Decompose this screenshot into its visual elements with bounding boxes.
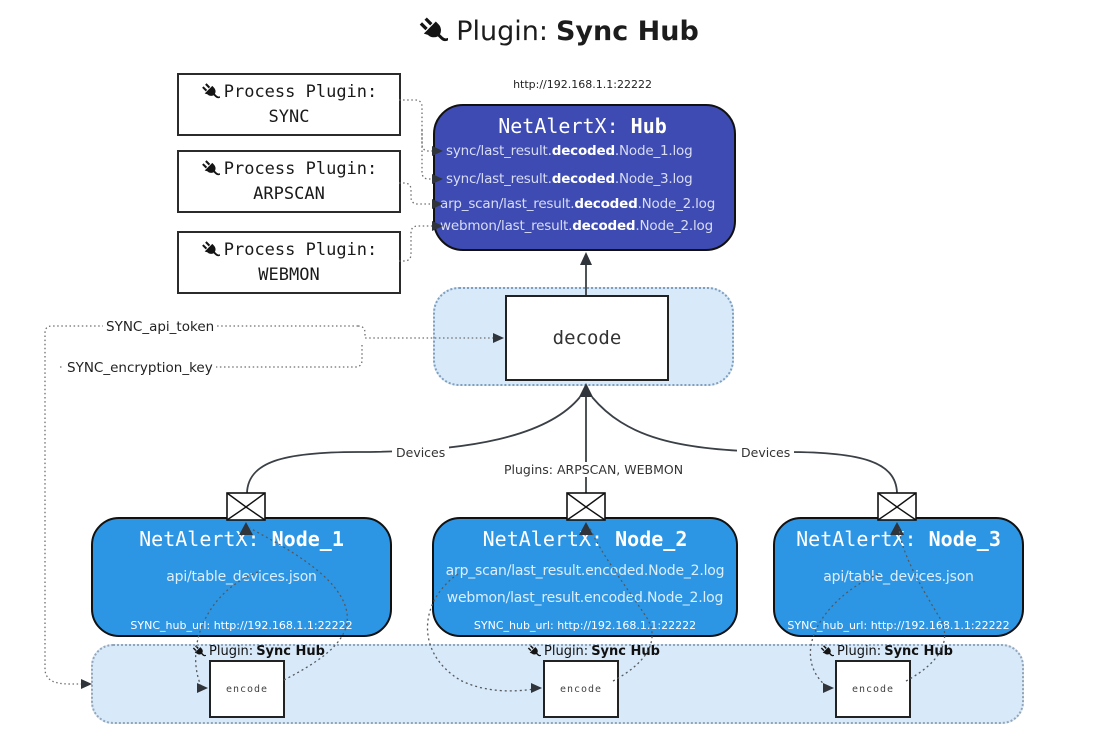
process-plugin-label: Process Plugin:: [223, 81, 378, 102]
process-plugin-label: Process Plugin:: [223, 239, 378, 260]
encode-box-3: encode: [835, 660, 911, 718]
hub-url: http://192.168.1.1:22222: [513, 78, 652, 91]
encode-label: encode: [851, 683, 895, 695]
node2-title: NetAlertX: Node_2: [482, 527, 688, 551]
node2-hub-url: SYNC_hub_url: http://192.168.1.1:22222: [473, 619, 697, 632]
edge-label-devices-left: Devices: [392, 445, 450, 460]
sync-encryption-key-label: SYNC_encryption_key: [64, 360, 216, 376]
node1-hub-url: SYNC_hub_url: http://192.168.1.1:22222: [130, 619, 353, 632]
envelope-icon: [877, 492, 917, 521]
encode-box-1: encode: [209, 660, 285, 718]
node2-file: webmon/last_result.encoded.Node_2.log: [446, 590, 724, 606]
sync-api-token-label: SYNC_api_token: [103, 319, 218, 335]
hub-title-name: Hub: [630, 114, 667, 138]
node3-title: NetAlertX: Node_3: [796, 527, 1001, 551]
hub-file-row: sync/last_result.decoded.Node_1.log: [446, 143, 693, 159]
envelope-icon: [566, 492, 606, 521]
node1-file: api/table_devices.json: [166, 569, 317, 585]
node3-hub-url: SYNC_hub_url: http://192.168.1.1:22222: [787, 619, 1010, 632]
hub-title: NetAlertX: Hub: [433, 114, 732, 138]
decode-label: decode: [552, 327, 622, 349]
band-plugin-label: Plugin:Sync Hub: [527, 644, 660, 659]
edge-label-devices-right: Devices: [737, 445, 795, 460]
plug-icon: [418, 17, 448, 47]
process-plugin-name: WEBMON: [258, 264, 320, 285]
edge-label-plugins-center: Plugins: ARPSCAN, WEBMON: [500, 462, 688, 477]
process-plugin-box-arpscan: Process Plugin: ARPSCAN: [177, 150, 401, 213]
envelope-icon: [226, 492, 266, 521]
process-plugin-name: ARPSCAN: [253, 183, 325, 204]
decode-box: decode: [505, 295, 669, 381]
process-plugin-box-webmon: Process Plugin: WEBMON: [177, 231, 401, 294]
encode-label: encode: [559, 683, 603, 695]
page-title-prefix: Plugin:: [456, 16, 548, 47]
page-title-name: Sync Hub: [555, 16, 699, 47]
encode-box-2: encode: [543, 660, 619, 718]
node1-title: NetAlertX: Node_1: [139, 527, 344, 551]
process-plugin-box-sync: Process Plugin: SYNC: [177, 73, 401, 136]
node2-file: arp_scan/last_result.encoded.Node_2.log: [445, 563, 725, 579]
process-plugin-label: Process Plugin:: [223, 158, 378, 179]
plug-icon: [201, 241, 220, 260]
hub-title-prefix: NetAlertX:: [498, 114, 619, 138]
hub-file-row: arp_scan/last_result.decoded.Node_2.log: [440, 196, 716, 212]
band-plugin-label: Plugin:Sync Hub: [820, 644, 953, 659]
hub-file-row: webmon/last_result.decoded.Node_2.log: [440, 218, 713, 234]
plug-icon: [201, 160, 220, 179]
hub-file-row: sync/last_result.decoded.Node_3.log: [446, 171, 693, 187]
encode-label: encode: [225, 683, 269, 695]
plug-icon: [527, 645, 541, 659]
hub-box: [433, 104, 736, 251]
page-title: Plugin: Sync Hub: [0, 16, 1117, 47]
plug-icon: [192, 645, 206, 659]
process-plugin-name: SYNC: [268, 106, 310, 127]
plug-icon: [820, 645, 834, 659]
node3-file: api/table_devices.json: [823, 569, 974, 585]
band-plugin-label: Plugin:Sync Hub: [192, 644, 325, 659]
plug-icon: [201, 83, 220, 102]
